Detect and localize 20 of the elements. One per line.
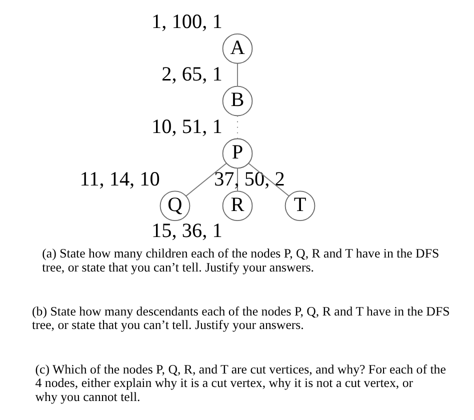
node-circle: T (284, 190, 315, 222)
node-circle: A (222, 34, 252, 64)
label: (a) State how many children each of the nodes P, Q, R and T have in the DFS tree, or state that you can’t tell. Justify your answers. (42, 246, 439, 274)
node-circle: P (222, 138, 252, 169)
node-label: 10, 51, 1 (151, 116, 222, 138)
node-label: 15, 36, 1 (151, 220, 222, 242)
label: (c) Which of the nodes P, Q, R, and T are cut vertices, and why? For each of the 4 nodes, either explain why it is a cut vertex, why it is not a cut vertex, or why you cannot tell. (34, 362, 446, 404)
connector (236, 168, 238, 192)
connector (236, 115, 238, 140)
node-circle: R (222, 190, 252, 222)
node-label: 2, 65, 1 (161, 63, 222, 86)
connector (248, 162, 289, 196)
node-label: 1, 100, 1 (151, 11, 222, 34)
node-circle: Q (159, 190, 190, 222)
node-circle: B (222, 86, 252, 116)
node-label: 37, 50, 2 (214, 168, 284, 190)
connector (236, 62, 238, 87)
label: (b) State how many descendants each of the nodes P, Q, R and T have in the DFS tree, or state that you can’t tell. Justify your answers. (32, 304, 450, 332)
node-label: 11, 14, 10 (79, 168, 160, 190)
connector (185, 162, 226, 196)
